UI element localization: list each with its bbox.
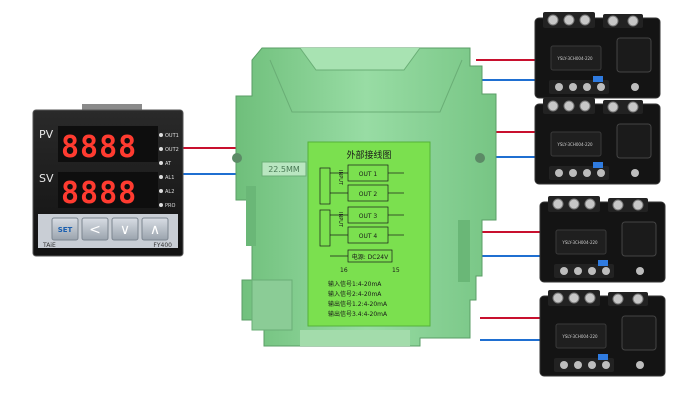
- indicator-out1: OUT1: [165, 133, 179, 139]
- sv-label: SV: [39, 172, 54, 185]
- pv-label: PV: [39, 128, 54, 141]
- output-4-label: OUT 4: [359, 233, 378, 240]
- module-width-label: 22.5MM: [268, 165, 300, 174]
- spec-line-1: 输入信号1:4-20mA: [328, 280, 382, 288]
- indicator-al2: AL2: [165, 189, 174, 195]
- indicator-pro: PRO: [165, 203, 175, 209]
- shift-key-label: <: [89, 222, 101, 238]
- down-key: [111, 217, 139, 241]
- controller-brand: TAiE: [42, 242, 56, 249]
- signal-isolator-module: 22.5MM 外部接线图 INPUT INPUT OUT 1 OUT 2 OUT…: [232, 47, 497, 347]
- indicator-list: OUT1 OUT2 AT AL1 AL2 PRO: [159, 133, 179, 209]
- output-1-label: OUT 1: [359, 171, 378, 178]
- temperature-controller: PV SV 8888 8888 OUT1 OUT2 AT AL1 AL2 PRO…: [32, 104, 184, 257]
- controller-keys: SET < ∨ ∧: [51, 217, 169, 241]
- solid-state-relay-4: YSLY-3CH004-220: [539, 289, 666, 377]
- controller-model: FY400: [153, 242, 172, 249]
- shift-key: [81, 217, 109, 241]
- sv-display: 8888: [61, 176, 137, 211]
- wiring-label-panel: [307, 141, 431, 327]
- solid-state-relay-1: YSLY-3CH004-220: [534, 11, 661, 99]
- relay-1-label: YSLY-3CH004-220: [556, 56, 593, 61]
- input-2-label: INPUT: [337, 212, 343, 228]
- relay-3-label: YSLY-3CH004-220: [561, 240, 598, 245]
- down-key-label: ∨: [120, 222, 130, 238]
- relay-2-label: YSLY-3CH004-220: [556, 142, 593, 147]
- up-key: [141, 217, 169, 241]
- spec-line-2: 输入信号2:4-20mA: [328, 290, 382, 298]
- terminal-right-label: 15: [392, 267, 400, 274]
- relay-wires: [476, 59, 542, 341]
- input-1-label: INPUT: [337, 170, 343, 186]
- indicator-al1: AL1: [165, 175, 174, 181]
- pv-display: 8888: [61, 130, 137, 165]
- output-2-label: OUT 2: [359, 191, 378, 198]
- solid-state-relay-2: YSLY-3CH004-220: [534, 97, 661, 185]
- power-label: 电源: DC24V: [352, 253, 389, 261]
- indicator-out2: OUT2: [165, 147, 179, 153]
- panel-title: 外部接线图: [346, 149, 391, 161]
- spec-line-4: 输出信号3.4:4-20mA: [328, 310, 388, 318]
- up-key-label: ∧: [150, 222, 160, 238]
- spec-line-3: 输出信号1.2:4-20mA: [328, 300, 388, 308]
- indicator-at: AT: [165, 161, 172, 167]
- terminal-left-label: 16: [340, 267, 348, 274]
- set-key: [51, 217, 79, 241]
- relay-4-label: YSLY-3CH004-220: [561, 334, 598, 339]
- output-3-label: OUT 3: [359, 213, 378, 220]
- solid-state-relay-3: YSLY-3CH004-220: [539, 195, 666, 283]
- set-key-label: SET: [58, 226, 73, 234]
